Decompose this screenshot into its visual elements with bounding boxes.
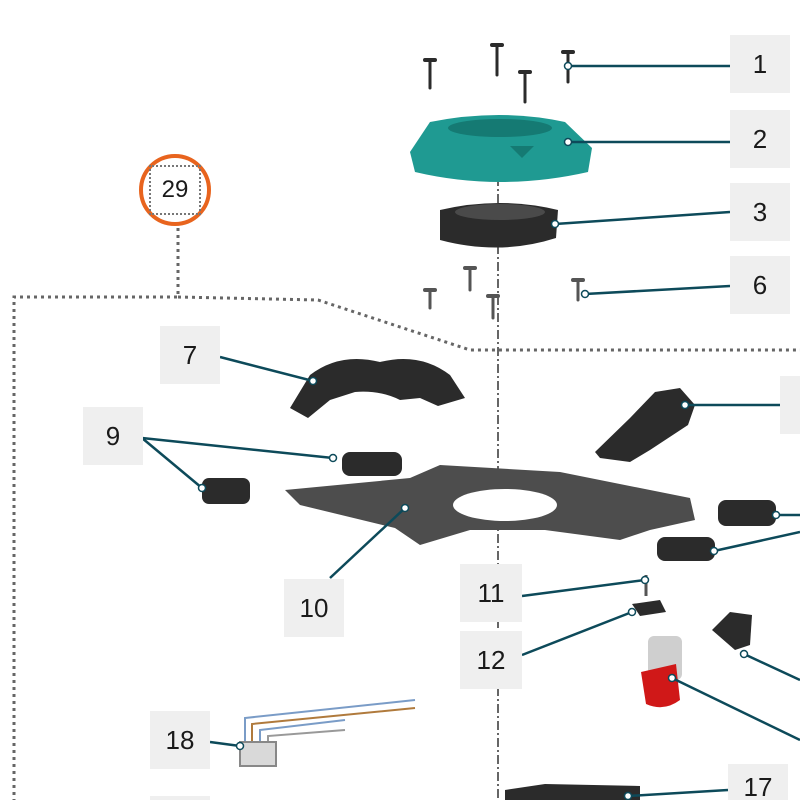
part-3-display-module xyxy=(440,203,558,248)
right-lower-bracket xyxy=(712,612,752,650)
motor-unit xyxy=(641,636,682,708)
callout-partial-bottom-left xyxy=(150,796,210,800)
assembly-29-badge: 29 xyxy=(139,154,211,226)
part-18-wire-harness xyxy=(239,699,416,767)
part-9-clips xyxy=(202,452,402,504)
callout-7: 7 xyxy=(160,326,220,384)
callout-partial-right-1 xyxy=(780,376,800,434)
callout-17: 17 xyxy=(728,764,788,802)
right-clips xyxy=(657,500,776,561)
part-2-teal-cover xyxy=(410,115,592,182)
assembly-29-boundary xyxy=(12,228,800,800)
callout-10: 10 xyxy=(284,579,344,637)
leader-lines xyxy=(141,64,800,798)
right-upper-bracket xyxy=(595,388,695,462)
callout-3: 3 xyxy=(730,183,790,241)
callout-6: 6 xyxy=(730,256,790,314)
top-screws xyxy=(423,43,575,104)
part-10-gasket xyxy=(285,465,695,545)
part-12-bracket xyxy=(632,600,666,616)
callout-1: 1 xyxy=(730,35,790,93)
part-17-bottom-piece xyxy=(505,784,640,800)
part-7-housing xyxy=(290,358,465,418)
callout-12: 12 xyxy=(460,631,522,689)
callout-2: 2 xyxy=(730,110,790,168)
assembly-29-label: 29 xyxy=(149,165,201,215)
callout-18: 18 xyxy=(150,711,210,769)
callout-9: 9 xyxy=(83,407,143,465)
lower-screws xyxy=(423,266,585,320)
callout-11: 11 xyxy=(460,564,522,622)
